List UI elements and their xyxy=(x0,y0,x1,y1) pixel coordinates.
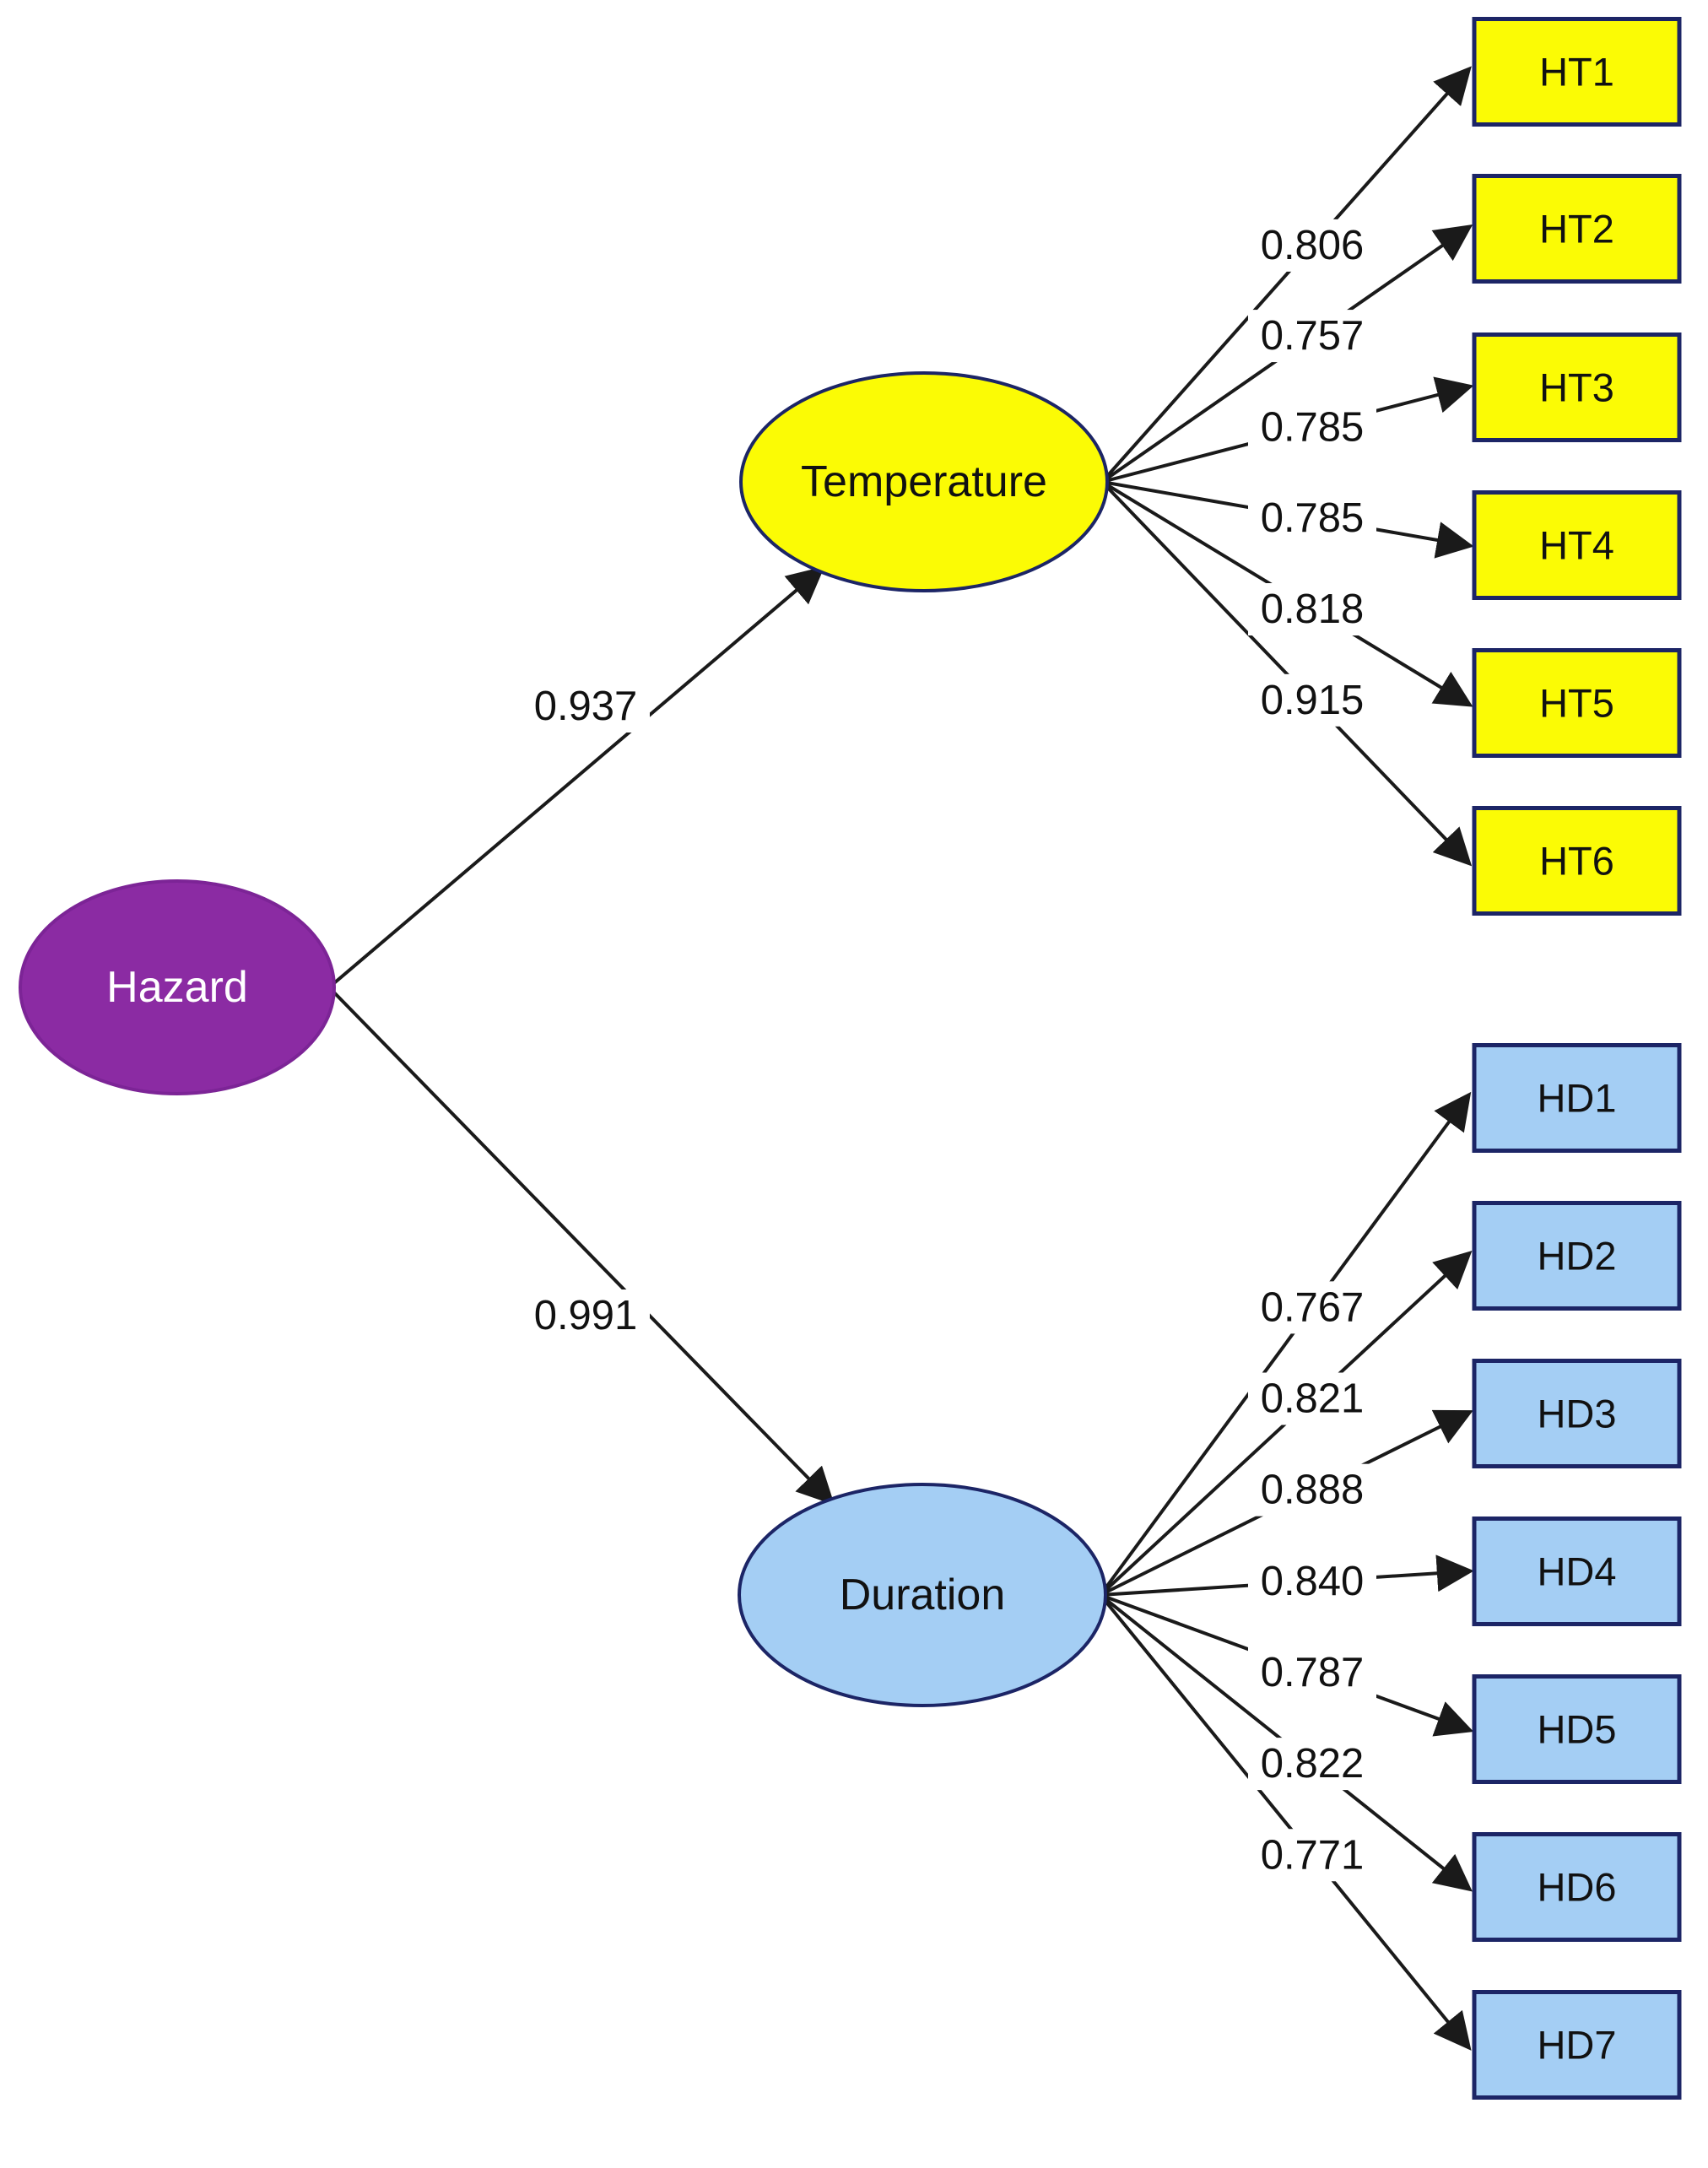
indicator-label-HD5: HD5 xyxy=(1537,1707,1616,1752)
edge-label-duration-HD6: 0.822 xyxy=(1261,1741,1365,1787)
edge-label-bg-temperature-HT4 xyxy=(1248,492,1376,545)
indicator-node-HD1: HD1 xyxy=(1472,1043,1682,1153)
indicator-label-HD1: HD1 xyxy=(1537,1076,1616,1121)
edge-label-duration-HD4: 0.840 xyxy=(1261,1559,1365,1604)
indicator-label-HD2: HD2 xyxy=(1537,1234,1616,1279)
edge-label-bg-duration-HD2 xyxy=(1248,1372,1376,1425)
indicator-shape-HT5 xyxy=(1472,648,1682,758)
indicator-label-HT4: HT4 xyxy=(1539,523,1614,568)
latent-node-temperature: Temperature xyxy=(739,371,1109,592)
indicator-node-HD3: HD3 xyxy=(1472,1359,1682,1468)
indicator-node-HD5: HD5 xyxy=(1472,1674,1682,1784)
edge-label-bg-temperature-HT1 xyxy=(1248,219,1376,272)
latent-node-hazard: Hazard xyxy=(19,879,336,1095)
edge-duration-HD2 xyxy=(1099,1251,1473,1597)
edge-label-bg-temperature-HT5 xyxy=(1248,583,1376,636)
edge-label-temperature-HT4: 0.785 xyxy=(1261,495,1365,541)
indicator-node-HD2: HD2 xyxy=(1472,1201,1682,1311)
indicator-node-HT5: HT5 xyxy=(1472,648,1682,758)
edge-duration-HD7 xyxy=(1099,1593,1472,2051)
latent-shape-hazard xyxy=(19,879,336,1095)
edge-label-bg-duration-HD7 xyxy=(1248,1829,1376,1882)
edge-label-bg-duration-HD5 xyxy=(1248,1646,1376,1699)
edge-label-bg-duration-HD3 xyxy=(1248,1463,1376,1517)
edge-hazard-duration xyxy=(327,986,835,1506)
edge-label-bg-duration-HD4 xyxy=(1248,1554,1376,1608)
indicator-shape-HD7 xyxy=(1472,1990,1682,2100)
edge-label-duration-HD5: 0.787 xyxy=(1261,1650,1365,1695)
indicator-node-HD7: HD7 xyxy=(1472,1990,1682,2100)
edge-label-temperature-HT1: 0.806 xyxy=(1261,223,1365,268)
latent-shape-temperature xyxy=(739,371,1109,592)
indicator-shape-HT1 xyxy=(1472,17,1682,127)
indicator-label-HT1: HT1 xyxy=(1539,50,1614,95)
edge-temperature-HT6 xyxy=(1100,480,1473,867)
indicator-node-HT4: HT4 xyxy=(1472,490,1682,600)
edge-label-temperature-HT6: 0.915 xyxy=(1261,678,1365,723)
indicator-shape-HD4 xyxy=(1472,1517,1682,1626)
indicator-shape-HD5 xyxy=(1472,1674,1682,1784)
indicator-node-HT6: HT6 xyxy=(1472,806,1682,916)
latent-node-duration: Duration xyxy=(738,1483,1107,1707)
edge-label-temperature-HT2: 0.757 xyxy=(1261,313,1365,359)
indicator-label-HT6: HT6 xyxy=(1539,839,1614,884)
edge-label-temperature-HT5: 0.818 xyxy=(1261,587,1365,632)
indicator-node-HT1: HT1 xyxy=(1472,17,1682,127)
edge-label-duration-HD7: 0.771 xyxy=(1261,1832,1365,1878)
indicator-label-HT5: HT5 xyxy=(1539,681,1614,726)
latent-label-hazard: Hazard xyxy=(106,963,248,1012)
edge-label-bg-temperature-HT3 xyxy=(1248,401,1376,454)
edge-label-bg-hazard-temperature xyxy=(522,680,650,733)
indicator-node-HT2: HT2 xyxy=(1472,174,1682,284)
indicator-label-HD3: HD3 xyxy=(1537,1392,1616,1436)
edge-label-bg-hazard-duration xyxy=(522,1289,650,1342)
edge-label-bg-duration-HD1 xyxy=(1248,1281,1376,1334)
edge-temperature-HT1 xyxy=(1100,66,1472,484)
edge-hazard-temperature xyxy=(327,565,825,989)
indicator-shape-HT6 xyxy=(1472,806,1682,916)
edge-labels-layer: 0.937 0.991 0.806 0.757 0.785 0.785 0.818 0.915… xyxy=(522,219,1376,1882)
latent-label-duration: Duration xyxy=(840,1571,1006,1619)
indicator-label-HD4: HD4 xyxy=(1537,1549,1616,1594)
edge-label-temperature-HT3: 0.785 xyxy=(1261,404,1365,450)
indicator-node-HD6: HD6 xyxy=(1472,1832,1682,1942)
edge-label-duration-HD1: 0.767 xyxy=(1261,1284,1365,1330)
indicator-shape-HT3 xyxy=(1472,332,1682,442)
edge-label-bg-duration-HD6 xyxy=(1248,1738,1376,1791)
edge-label-hazard-temperature: 0.937 xyxy=(534,684,638,729)
indicator-shape-HD2 xyxy=(1472,1201,1682,1311)
indicator-label-HT2: HT2 xyxy=(1539,207,1614,251)
indicator-label-HD7: HD7 xyxy=(1537,2023,1616,2068)
latent-shape-duration xyxy=(738,1483,1107,1707)
edge-label-duration-HD2: 0.821 xyxy=(1261,1376,1365,1422)
edge-label-bg-temperature-HT2 xyxy=(1248,310,1376,363)
edge-label-bg-temperature-HT6 xyxy=(1248,673,1376,727)
edge-label-duration-HD3: 0.888 xyxy=(1261,1468,1365,1513)
indicator-shape-HD3 xyxy=(1472,1359,1682,1468)
indicator-shape-HT4 xyxy=(1472,490,1682,600)
indicator-shape-HD1 xyxy=(1472,1043,1682,1153)
latent-label-temperature: Temperature xyxy=(801,457,1047,506)
indicator-label-HD6: HD6 xyxy=(1537,1865,1616,1910)
indicator-shape-HT2 xyxy=(1472,174,1682,284)
indicator-node-HT3: HT3 xyxy=(1472,332,1682,442)
edge-duration-HD1 xyxy=(1099,1091,1472,1597)
indicator-label-HT3: HT3 xyxy=(1539,365,1614,410)
edge-label-hazard-duration: 0.991 xyxy=(534,1293,638,1338)
indicator-node-HD4: HD4 xyxy=(1472,1517,1682,1626)
indicator-shape-HD6 xyxy=(1472,1832,1682,1942)
